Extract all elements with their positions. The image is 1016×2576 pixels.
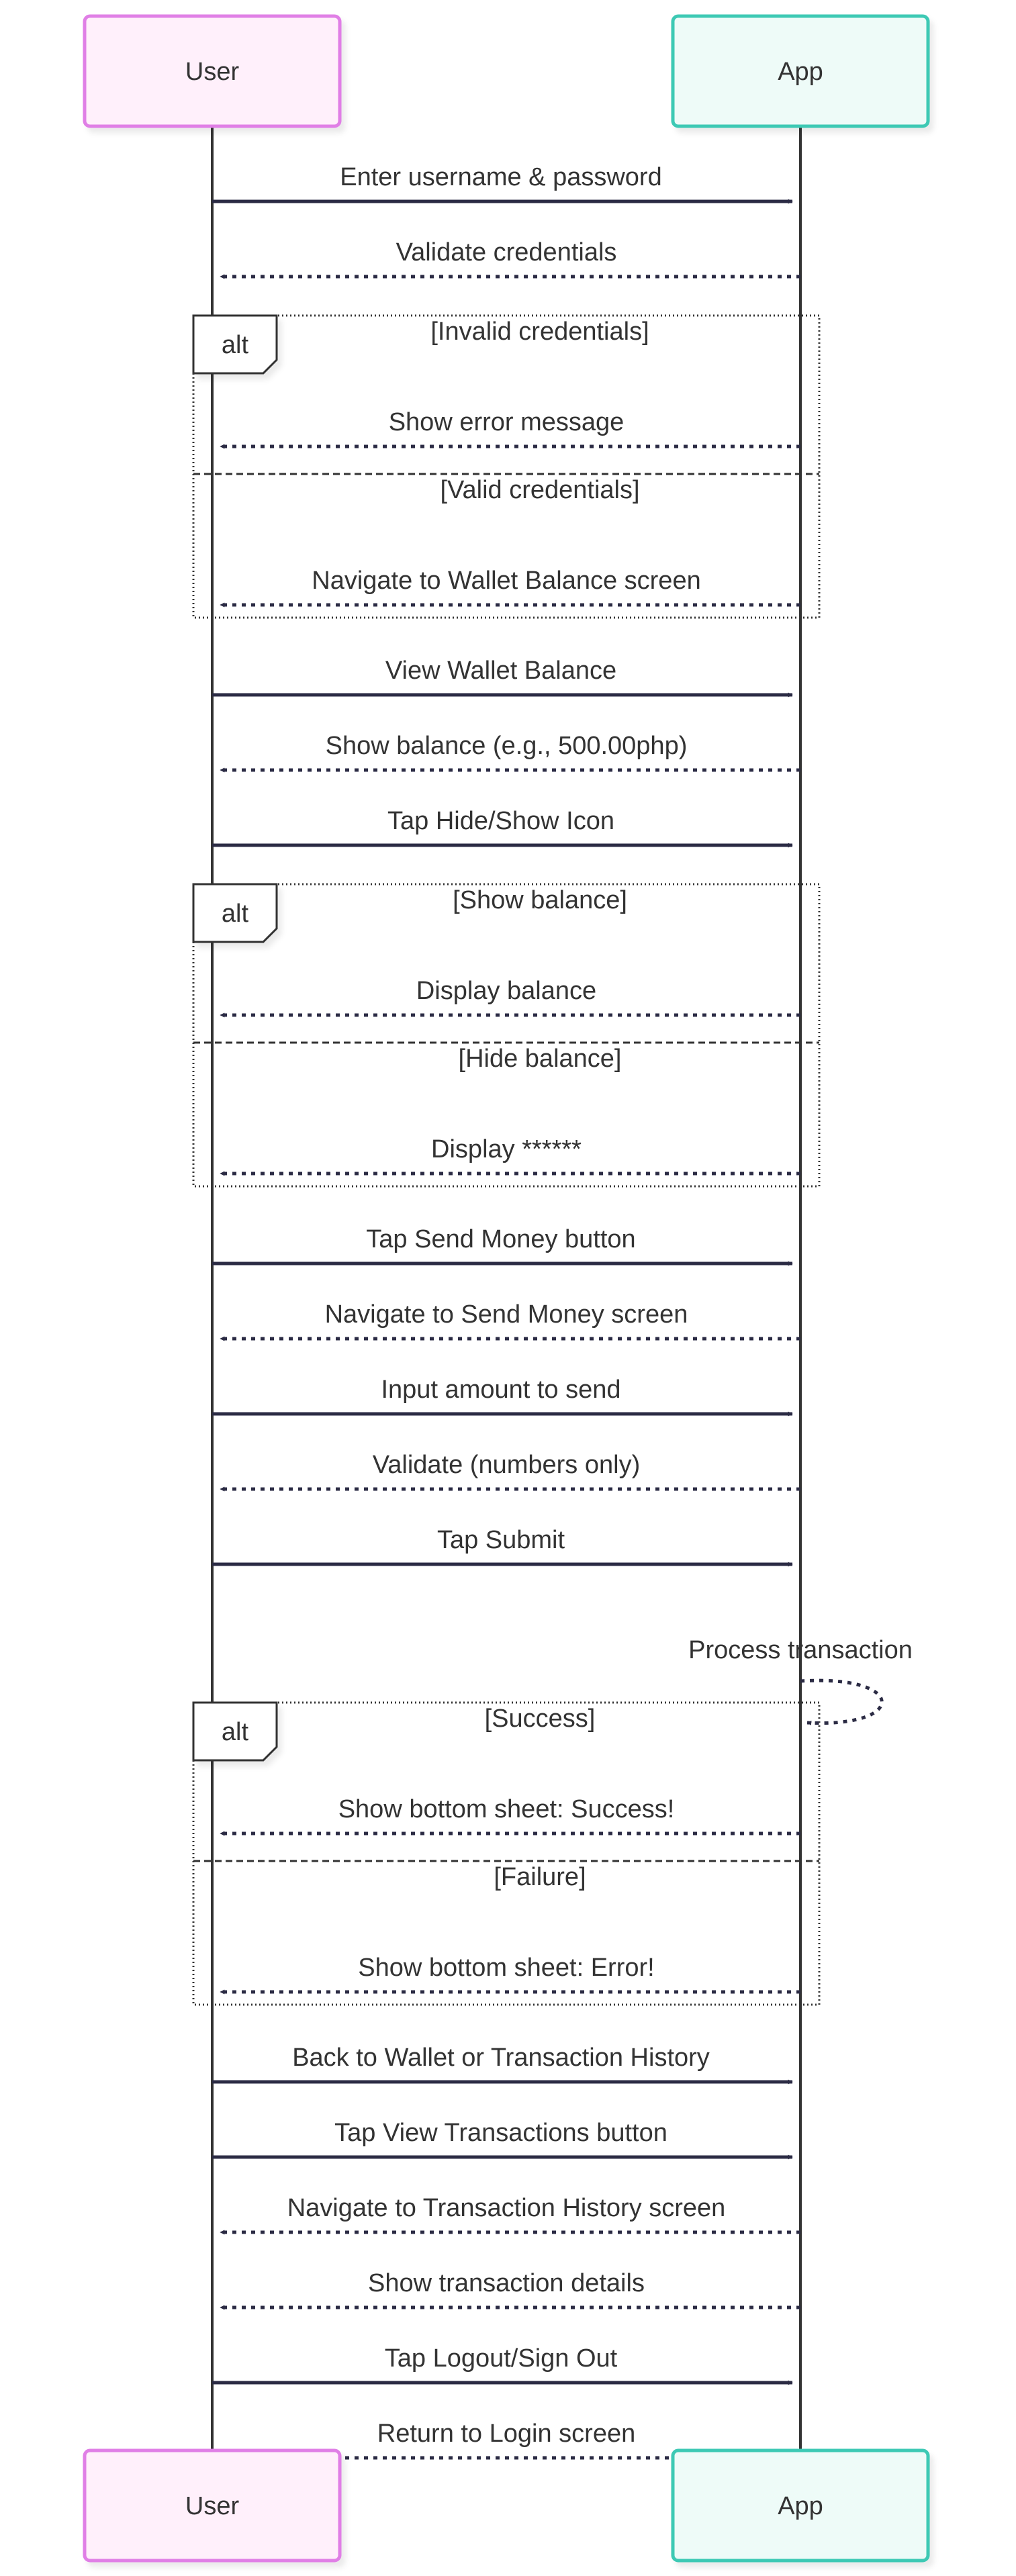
message-label: Show balance (e.g., 500.00php) bbox=[326, 732, 688, 760]
message-label: Display balance bbox=[416, 977, 596, 1005]
message: View Wallet Balance bbox=[212, 657, 793, 698]
message: Tap View Transactions button bbox=[212, 2119, 793, 2160]
alt-frame-border bbox=[192, 314, 821, 619]
message-label: Show transaction details bbox=[368, 2269, 645, 2297]
message: Input amount to send bbox=[212, 1376, 793, 1417]
alt-tag bbox=[192, 1701, 278, 1762]
message: Display balance bbox=[220, 977, 800, 1018]
self-message-label: Process transaction bbox=[688, 1636, 913, 1664]
message-label: Tap Logout/Sign Out bbox=[385, 2344, 618, 2373]
participant-user-top: User bbox=[83, 14, 342, 128]
message: Enter username & password bbox=[212, 163, 793, 204]
alt-frame-border bbox=[192, 1701, 821, 2006]
message: Tap Hide/Show Icon bbox=[212, 807, 793, 848]
message-label: Tap Submit bbox=[437, 1526, 565, 1554]
participant-box bbox=[83, 2448, 342, 2563]
message: Navigate to Wallet Balance screen bbox=[220, 567, 800, 608]
participant-box bbox=[671, 2448, 930, 2563]
message: Show balance (e.g., 500.00php) bbox=[220, 732, 800, 773]
participant-label: App bbox=[778, 58, 823, 86]
message-label: Show bottom sheet: Success! bbox=[338, 1795, 675, 1823]
message-label: Navigate to Wallet Balance screen bbox=[312, 567, 700, 595]
message-label: Validate credentials bbox=[396, 238, 617, 267]
alt-condition: [Hide balance] bbox=[459, 1045, 622, 1073]
self-message-arrow bbox=[800, 1678, 884, 1725]
participant-user-bottom: User bbox=[83, 2448, 342, 2563]
participant-box bbox=[83, 14, 342, 128]
message-label: Input amount to send bbox=[381, 1376, 620, 1404]
message: Show bottom sheet: Success! bbox=[220, 1795, 800, 1836]
message: Navigate to Transaction History screen bbox=[220, 2194, 800, 2235]
self-message: Process transaction bbox=[688, 1636, 913, 1725]
lifelines-layer bbox=[211, 126, 802, 2450]
alt-tag bbox=[192, 883, 278, 943]
message-label: Tap Send Money button bbox=[366, 1225, 635, 1253]
message: Show error message bbox=[220, 408, 800, 449]
alt-condition: [Failure] bbox=[494, 1863, 586, 1891]
message-label: Show error message bbox=[389, 408, 625, 436]
participant-app-bottom: App bbox=[671, 2448, 930, 2563]
message: Back to Wallet or Transaction History bbox=[212, 2044, 793, 2085]
message-label: Validate (numbers only) bbox=[373, 1451, 640, 1479]
alt-tag-label: alt bbox=[222, 1718, 249, 1746]
message: Tap Logout/Sign Out bbox=[212, 2344, 793, 2385]
alt-frame: alt [Success] [Failure] bbox=[192, 1701, 821, 2006]
alt-tag bbox=[192, 314, 278, 375]
message-label: Tap View Transactions button bbox=[334, 2119, 667, 2147]
message: Navigate to Send Money screen bbox=[220, 1300, 800, 1341]
alt-condition: [Show balance] bbox=[453, 886, 627, 914]
alt-frame-border bbox=[192, 883, 821, 1188]
alt-tag-label: alt bbox=[222, 331, 249, 359]
message: Show bottom sheet: Error! bbox=[220, 1954, 800, 1995]
participant-box bbox=[671, 14, 930, 128]
participant-label: User bbox=[185, 2492, 240, 2520]
message-label: View Wallet Balance bbox=[385, 657, 616, 685]
message: Tap Submit bbox=[212, 1526, 793, 1567]
alt-frame: alt [Invalid credentials] [Valid credentia… bbox=[192, 314, 821, 619]
alt-condition: [Success] bbox=[485, 1705, 596, 1733]
message: Validate credentials bbox=[220, 238, 800, 279]
message-label: Tap Hide/Show Icon bbox=[387, 807, 614, 835]
message-label: Return to Login screen bbox=[377, 2420, 635, 2448]
participant-label: App bbox=[778, 2492, 823, 2520]
message-label: Navigate to Send Money screen bbox=[325, 1300, 688, 1329]
message-label: Back to Wallet or Transaction History bbox=[292, 2044, 710, 2072]
participant-label: User bbox=[185, 58, 240, 86]
alt-frame: alt [Show balance] [Hide balance] bbox=[192, 883, 821, 1188]
message: Tap Send Money button bbox=[212, 1225, 793, 1266]
message-label: Enter username & password bbox=[340, 163, 661, 191]
message: Display ****** bbox=[220, 1135, 800, 1176]
alt-tag-label: alt bbox=[222, 900, 249, 928]
message: Validate (numbers only) bbox=[220, 1451, 800, 1492]
participant-app-top: App bbox=[671, 14, 930, 128]
message-label: Show bottom sheet: Error! bbox=[358, 1954, 654, 1982]
alt-frames-layer: alt [Invalid credentials] [Valid credentia… bbox=[192, 314, 821, 2006]
alt-condition: [Valid credentials] bbox=[440, 476, 639, 504]
message-label: Display ****** bbox=[431, 1135, 582, 1163]
message-label: Navigate to Transaction History screen bbox=[287, 2194, 726, 2222]
alt-condition: [Invalid credentials] bbox=[430, 318, 649, 346]
message: Show transaction details bbox=[220, 2269, 800, 2310]
